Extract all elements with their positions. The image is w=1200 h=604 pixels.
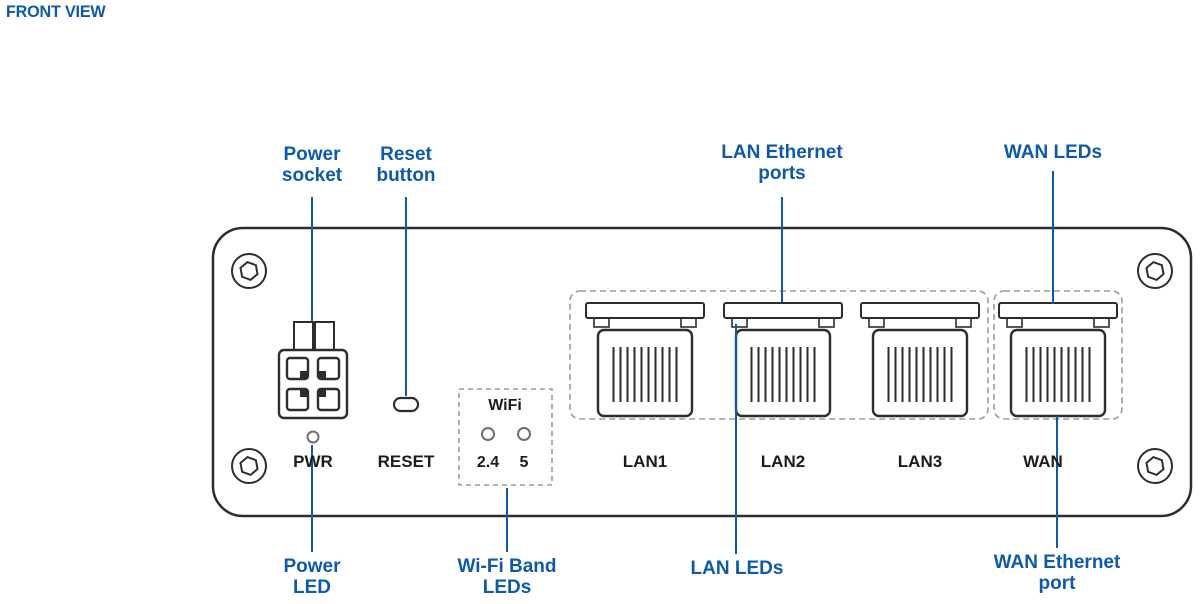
lan-ports-dashed-box <box>569 290 989 420</box>
callout-power-led-line2: LED <box>293 577 331 598</box>
wifi-24-led-drawing <box>481 427 495 441</box>
callout-lan-ethernet-ports: LAN Ethernet ports <box>721 142 842 184</box>
callout-wifi-band-leds-line2: LEDs <box>482 577 532 598</box>
label-wifi-band-5: 5 <box>519 454 529 471</box>
callout-wifi-band-leds-line1: Wi-Fi Band <box>457 556 557 577</box>
wifi-5-led-drawing <box>517 427 531 441</box>
label-lan3: LAN3 <box>897 452 943 471</box>
callout-wan-leds-line1: WAN LEDs <box>1003 142 1103 163</box>
device-body <box>211 226 1193 518</box>
label-wifi-band-24: 2.4 <box>476 454 500 471</box>
callout-lan-leds-line1: LAN LEDs <box>690 558 784 579</box>
label-pwr: PWR <box>293 452 333 471</box>
wifi-zone-dashed-box <box>458 388 553 486</box>
label-wan: WAN <box>1023 452 1063 471</box>
callout-leader-lines <box>311 171 1058 554</box>
callout-reset-button: Reset button <box>376 144 435 186</box>
power-led-drawing <box>306 430 320 444</box>
callout-power-socket-line2: socket <box>281 165 343 186</box>
power-socket-drawing <box>277 321 349 420</box>
label-wifi: WiFi <box>488 397 522 414</box>
callout-reset-button-line1: Reset <box>380 144 432 165</box>
page-title: FRONT VIEW <box>6 2 106 21</box>
reset-button-drawing <box>392 396 420 413</box>
callout-wan-leds: WAN LEDs <box>1004 142 1102 163</box>
callout-power-led: Power LED <box>283 556 340 598</box>
callout-lan-ethernet-ports-line1: LAN Ethernet <box>721 142 843 163</box>
callout-wan-ethernet-port-line1: WAN Ethernet <box>993 552 1121 573</box>
callout-lan-ethernet-ports-line2: ports <box>758 163 806 184</box>
label-reset: RESET <box>377 452 435 471</box>
callout-wifi-band-leds: Wi-Fi Band LEDs <box>457 556 556 598</box>
callout-power-socket: Power socket <box>282 144 342 186</box>
callout-lan-leds: LAN LEDs <box>691 558 784 579</box>
callout-reset-button-line2: button <box>376 165 436 186</box>
callout-wan-ethernet-port-line2: port <box>1038 573 1076 594</box>
callout-power-socket-line1: Power <box>283 144 341 165</box>
label-lan1: LAN1 <box>622 452 668 471</box>
callout-power-led-line1: Power <box>283 556 341 577</box>
callout-wan-ethernet-port: WAN Ethernet port <box>994 552 1121 594</box>
label-lan2: LAN2 <box>760 452 806 471</box>
